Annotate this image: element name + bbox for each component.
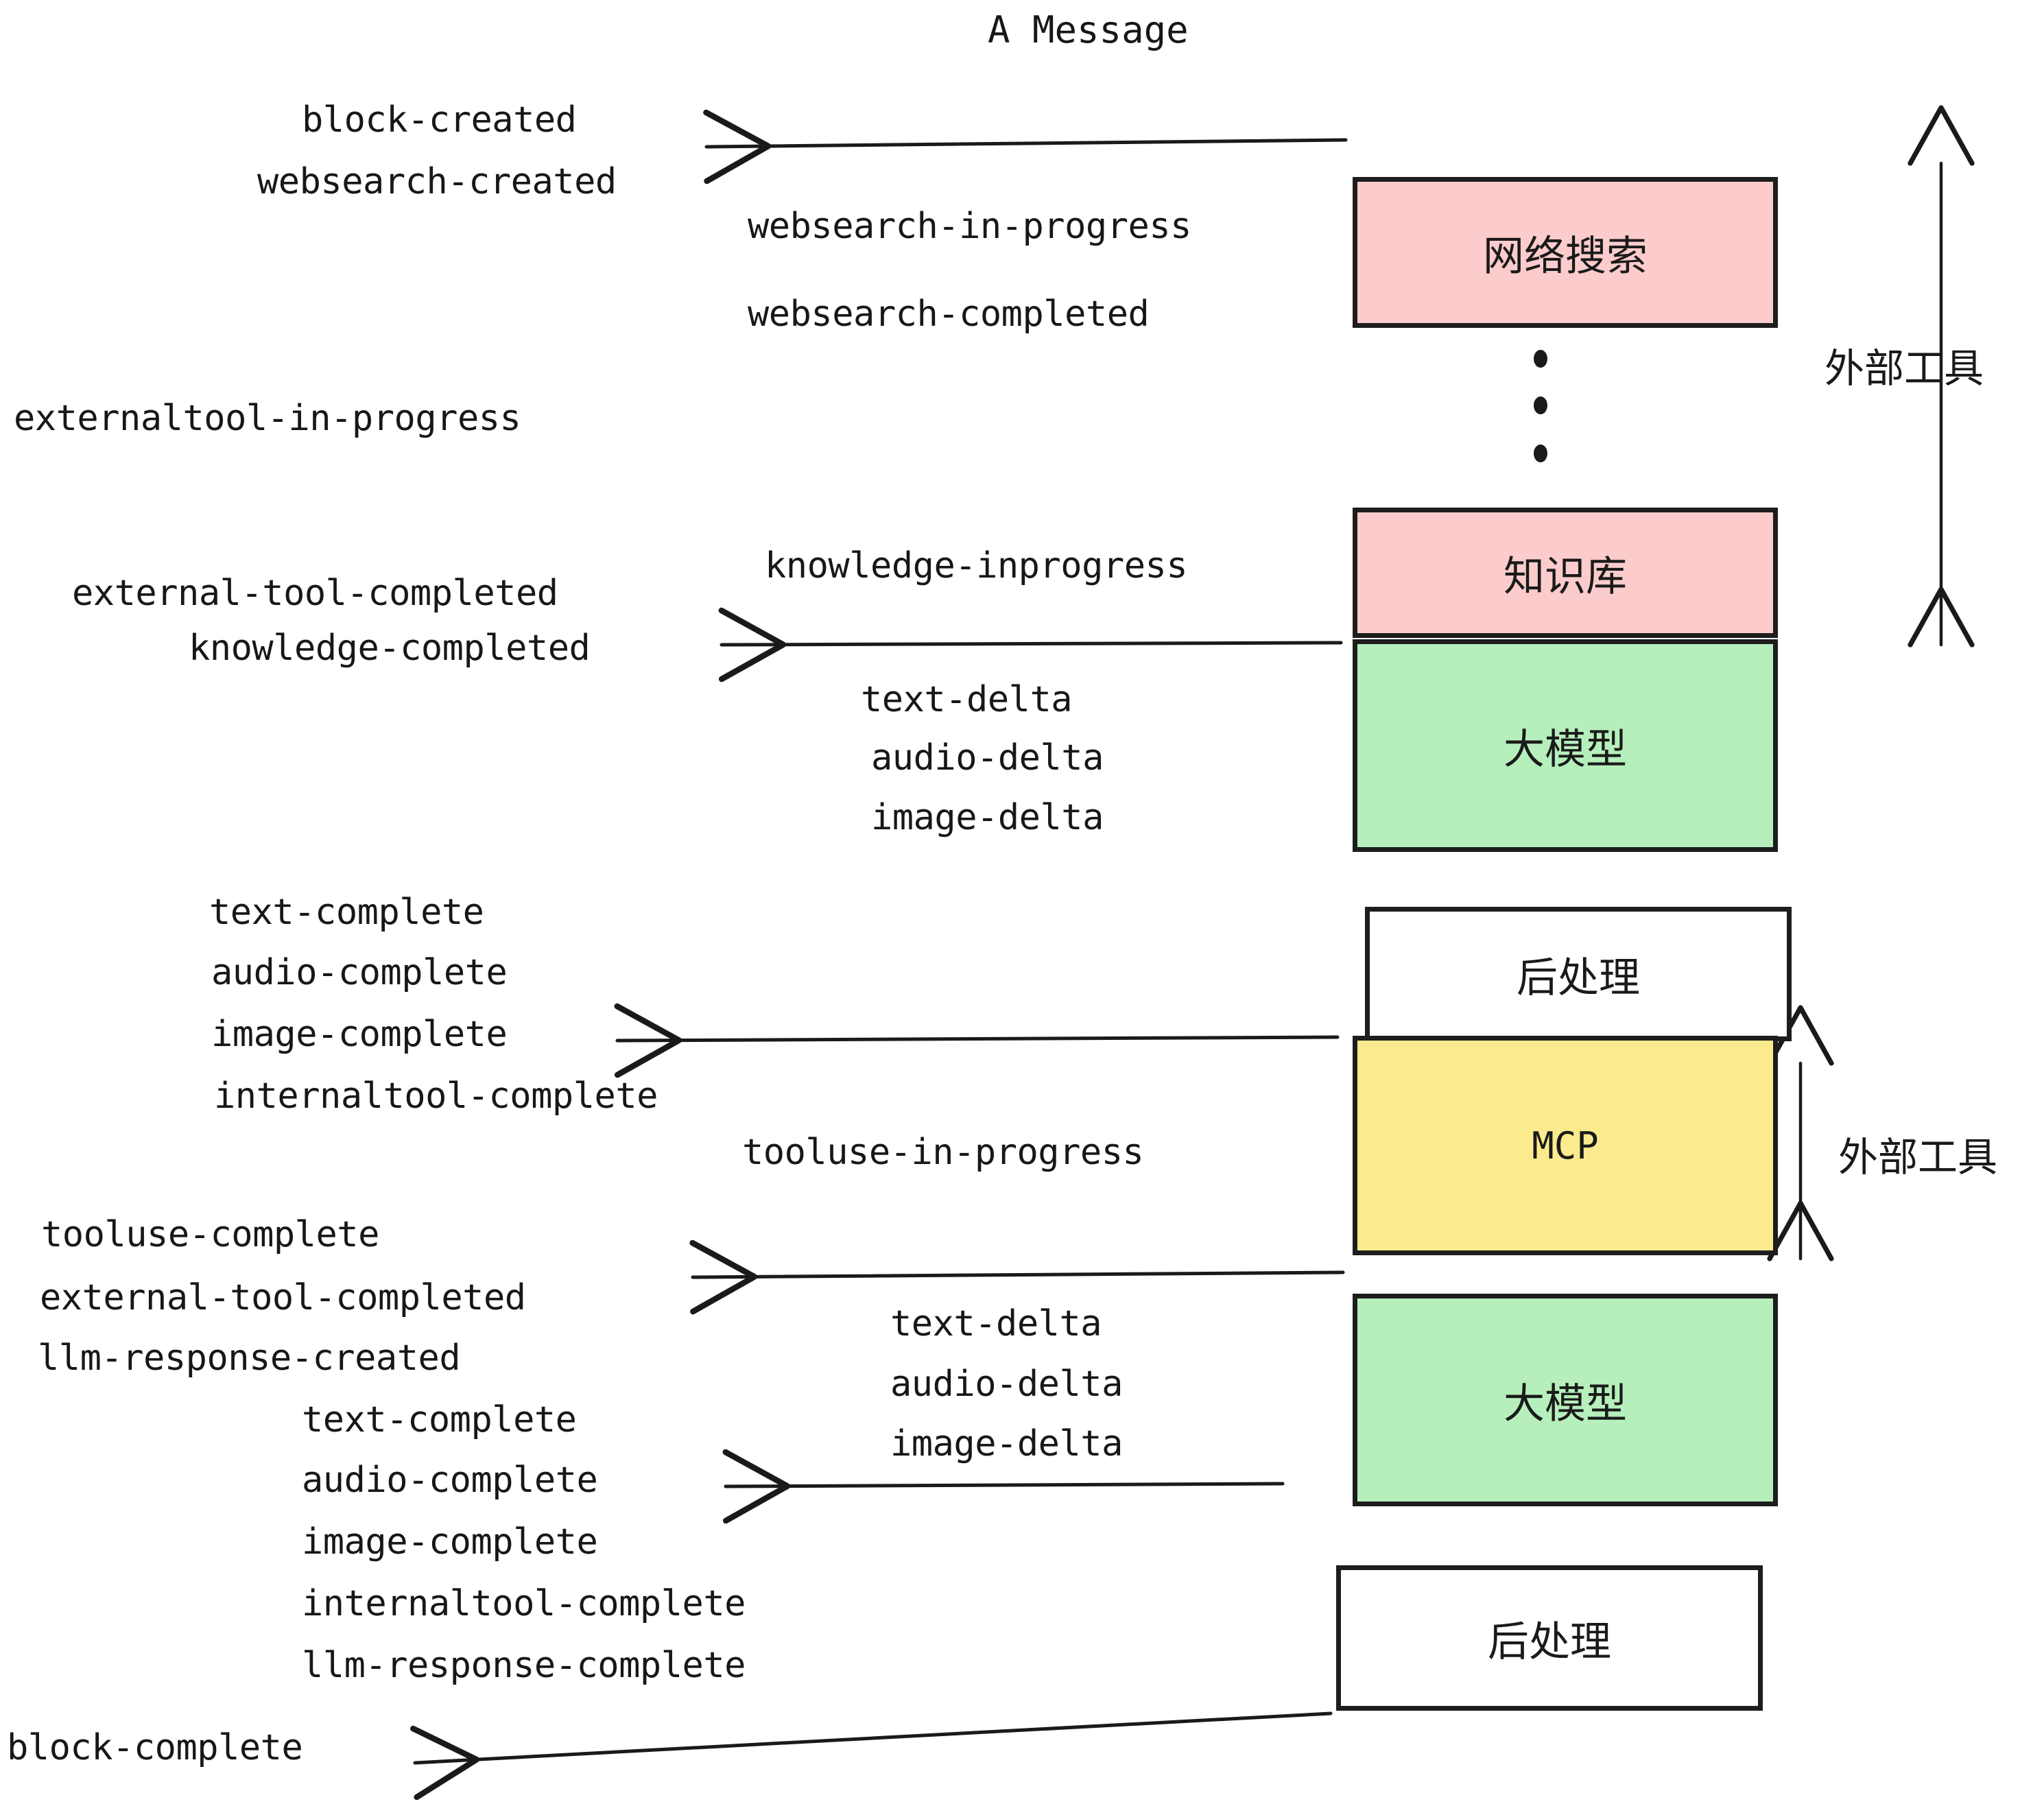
event-label-internaltool-complete-1: internaltool-complete [214, 1076, 658, 1117]
event-label-externaltool-in-progress: externaltool-in-progress [14, 398, 521, 439]
node-box-llm-bottom[interactable]: 大模型 [1353, 1294, 1778, 1506]
event-label-audio-complete-2: audio-complete [302, 1460, 598, 1501]
event-label-tooluse-complete: tooluse-complete [41, 1214, 379, 1255]
page-title: A Message [988, 8, 1189, 51]
node-label-postprocess-top: 后处理 [1517, 953, 1640, 1002]
event-label-block-created: block-created [302, 99, 577, 141]
event-label-image-delta-2: image-delta [890, 1423, 1123, 1464]
arrow-mcp-to-tooluse [689, 1239, 1345, 1315]
arrow-llm2-to-audio [722, 1449, 1285, 1524]
event-label-audio-complete-1: audio-complete [211, 952, 508, 993]
event-label-knowledge-inprogress: knowledge-inprogress [765, 545, 1188, 586]
node-label-llm-bottom: 大模型 [1504, 1379, 1627, 1428]
group-label-external-tools-top: 外部工具 [1825, 345, 1984, 392]
event-label-block-complete: block-complete [7, 1727, 303, 1768]
event-label-text-complete-2: text-complete [302, 1399, 577, 1440]
event-label-image-complete-1: image-complete [211, 1014, 508, 1055]
node-box-postprocess-bottom[interactable]: 后处理 [1336, 1565, 1763, 1711]
ellipsis-dot [1534, 350, 1547, 368]
event-label-text-delta-1: text-delta [861, 679, 1073, 720]
node-label-postprocess-bottom: 后处理 [1488, 1617, 1611, 1666]
arrow-knowledge-to-left [718, 607, 1343, 683]
node-label-knowledge: 知识库 [1504, 552, 1627, 601]
arrow-post-to-blockcomplete [410, 1711, 1333, 1801]
node-box-knowledge[interactable]: 知识库 [1353, 508, 1778, 638]
arrow-websearch-to-block [703, 109, 1348, 185]
ellipsis-dot [1534, 444, 1547, 462]
event-label-websearch-in-progress: websearch-in-progress [748, 206, 1191, 247]
event-label-llm-response-complete: llm-response-complete [302, 1645, 746, 1686]
event-label-websearch-created: websearch-created [257, 161, 617, 202]
event-label-websearch-completed: websearch-completed [748, 294, 1150, 335]
event-label-audio-delta-2: audio-delta [890, 1364, 1123, 1405]
ellipsis-dot [1534, 396, 1547, 414]
node-box-llm-top[interactable]: 大模型 [1353, 639, 1778, 852]
event-label-tooluse-in-progress: tooluse-in-progress [742, 1132, 1144, 1173]
node-box-postprocess-top[interactable]: 后处理 [1365, 907, 1792, 1041]
node-label-llm-top: 大模型 [1504, 725, 1627, 774]
event-label-text-delta-2: text-delta [890, 1303, 1102, 1344]
event-label-knowledge-completed: knowledge-completed [189, 628, 591, 669]
node-label-mcp: MCP [1532, 1124, 1599, 1167]
scope-arrows-group [1767, 105, 1975, 1261]
event-label-internaltool-complete-2: internaltool-complete [302, 1583, 746, 1624]
event-label-audio-delta-1: audio-delta [871, 737, 1104, 779]
node-box-websearch[interactable]: 网络搜索 [1353, 177, 1778, 328]
event-label-llm-response-created: llm-response-created [38, 1338, 461, 1379]
event-label-image-complete-2: image-complete [302, 1521, 598, 1563]
node-label-websearch: 网络搜索 [1483, 232, 1648, 281]
event-label-text-complete-1: text-complete [209, 892, 484, 933]
event-label-image-delta-1: image-delta [871, 797, 1104, 838]
event-label-external-tool-completed-1: external-tool-completed [72, 573, 558, 614]
event-label-external-tool-completed-2: external-tool-completed [40, 1277, 526, 1318]
node-box-mcp[interactable]: MCP [1353, 1036, 1778, 1255]
group-label-external-tools-bottom: 外部工具 [1838, 1134, 1998, 1180]
arrow-llm-to-image [614, 1003, 1340, 1078]
message-arrows-group [410, 109, 1348, 1801]
